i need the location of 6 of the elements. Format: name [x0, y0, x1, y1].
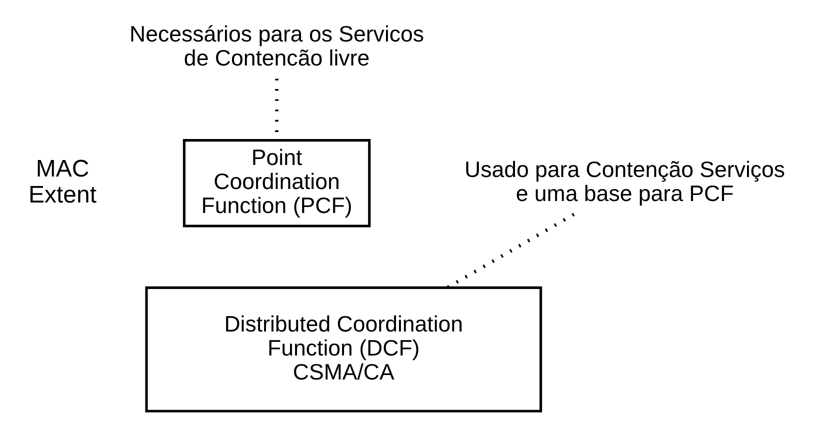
node-box: Point Coordination Function (PCF) — [182, 139, 371, 228]
node-text: Usado para Contenção Serviços e uma base para PCF — [464, 156, 786, 206]
label: MAC Extent — [28, 156, 97, 208]
node-box: Distributed Coordination Function (DCF) CSMA/CA — [145, 286, 542, 412]
connector — [446, 212, 575, 289]
node-text: Necessários para os Servicos de Contencão livre — [130, 22, 424, 71]
